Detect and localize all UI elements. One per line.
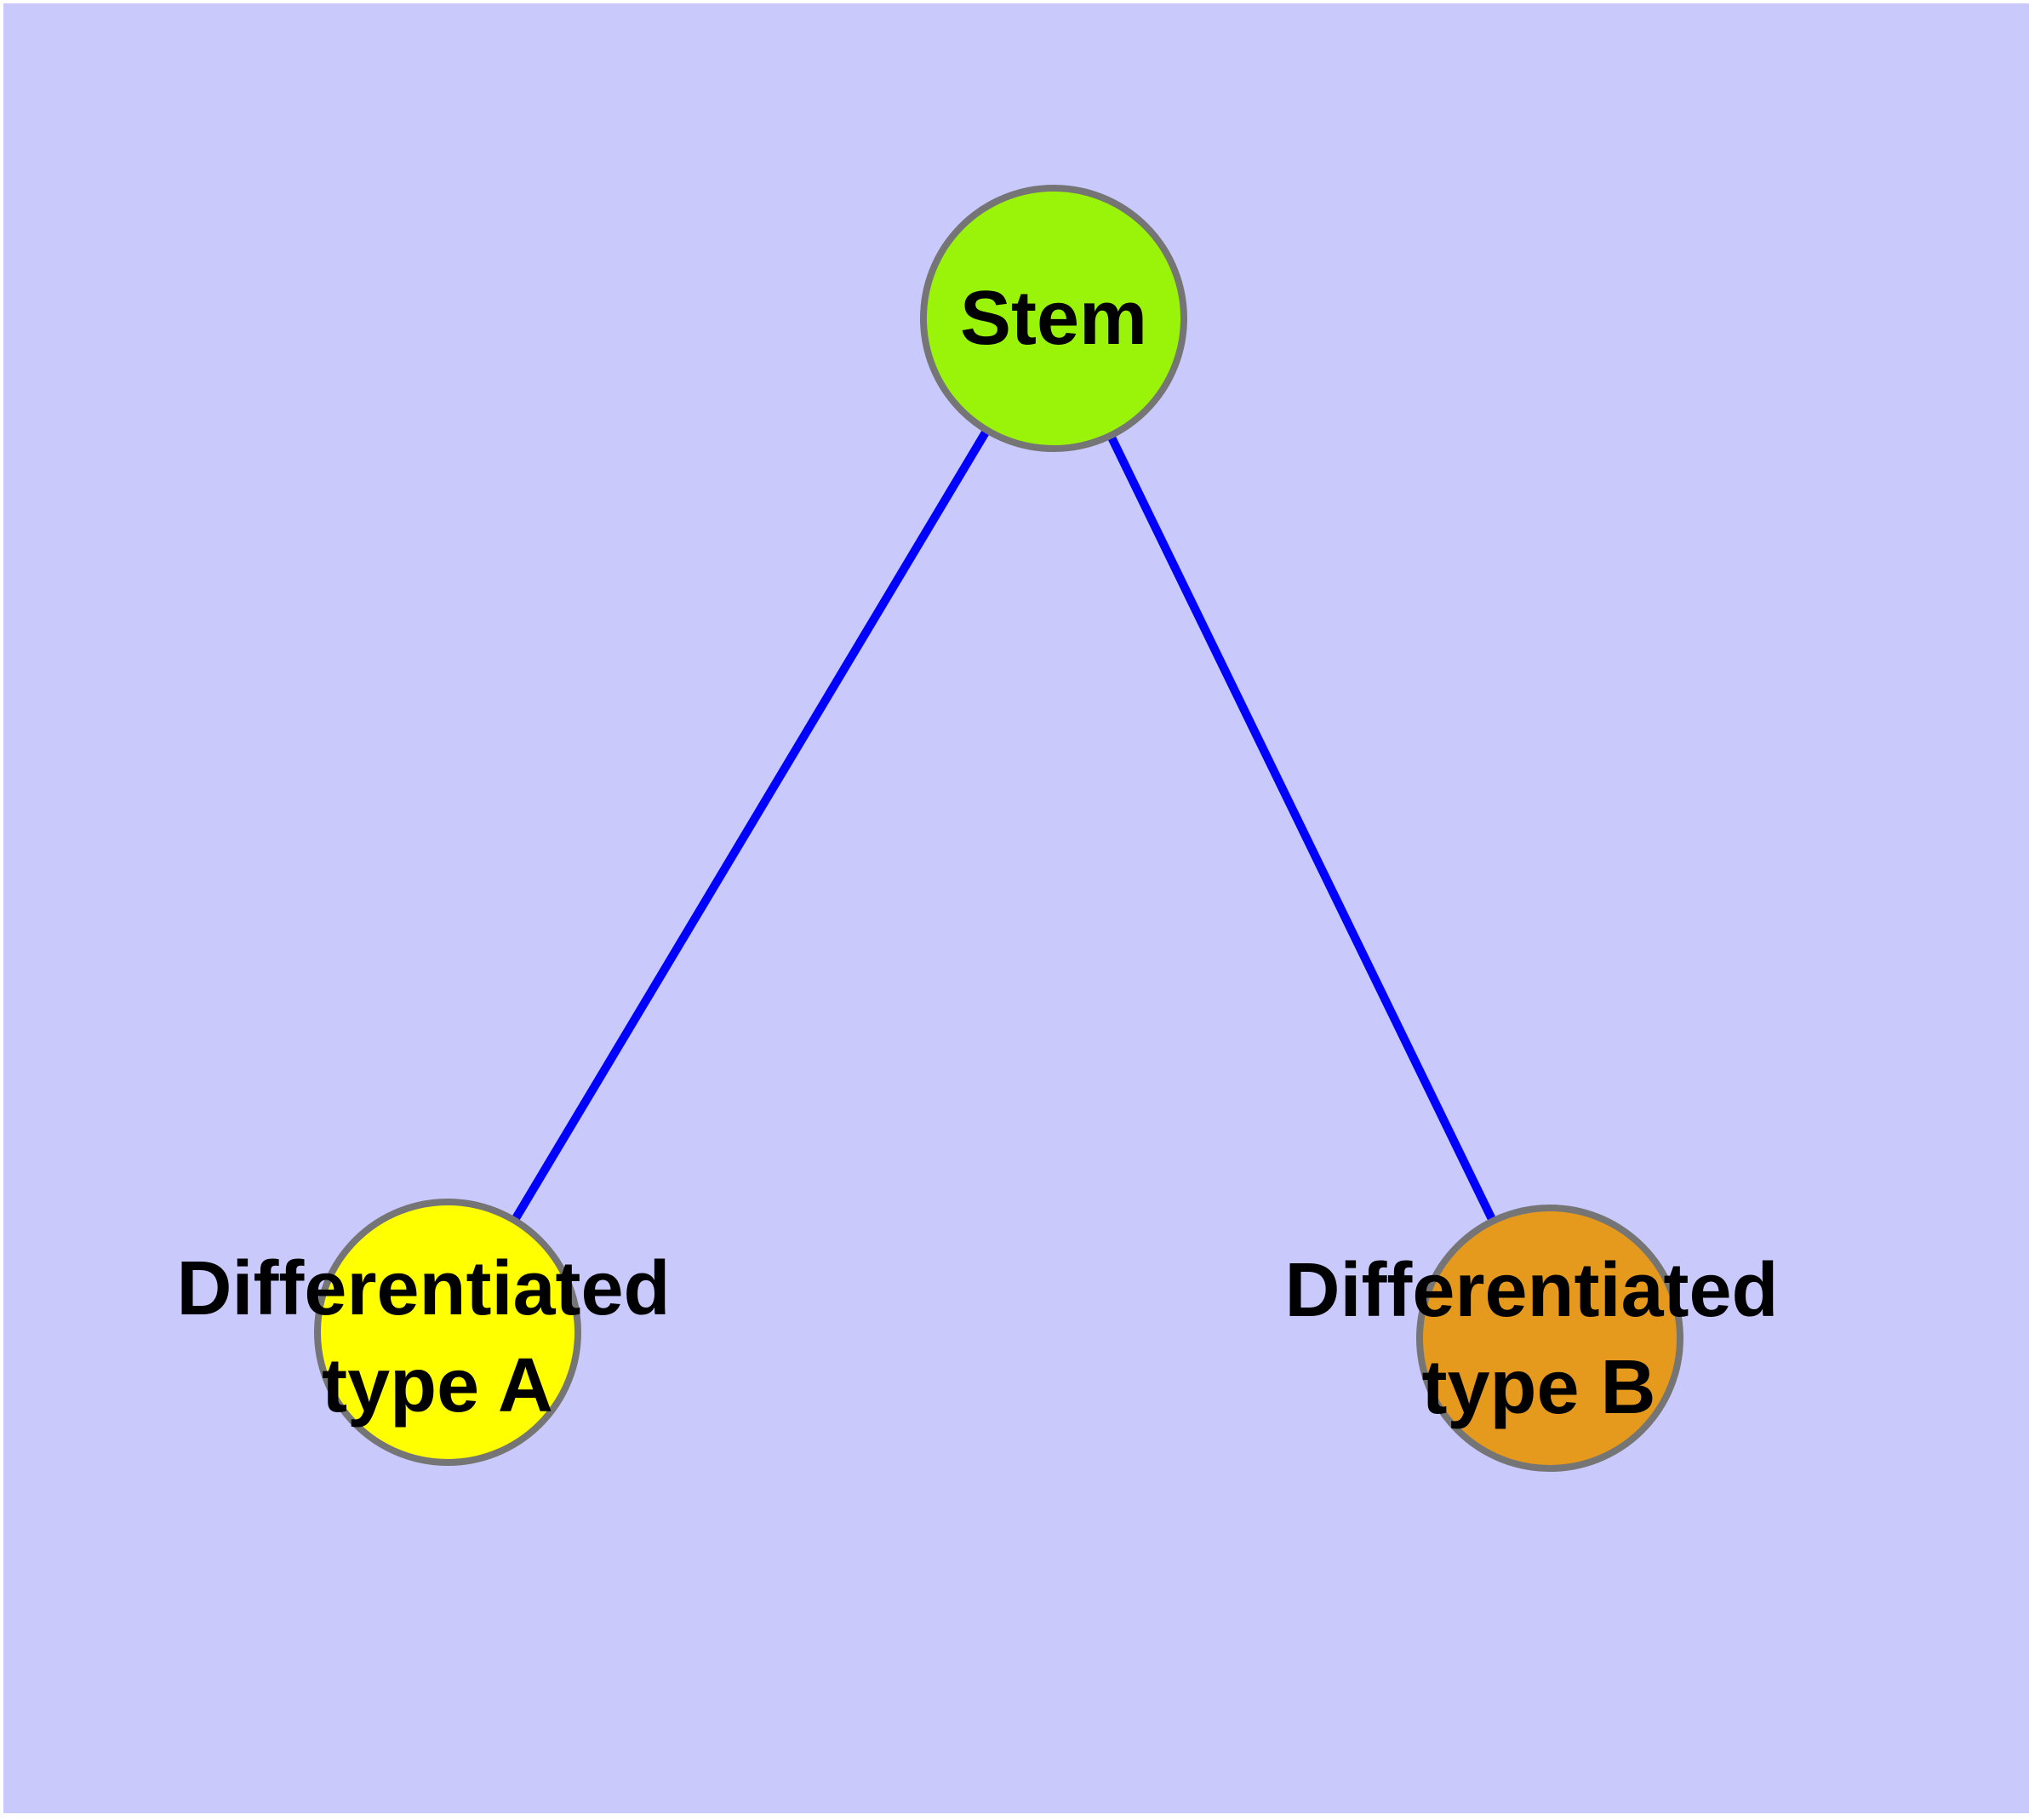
stem-node-label: Stem <box>960 276 1147 361</box>
edge-stem-to-type-a <box>443 316 1058 1335</box>
type-b-label-line1: Differentiated <box>1284 1248 1778 1333</box>
type-b-node-label: Differentiated type B <box>1284 1222 1799 1430</box>
type-a-node-circle <box>314 1199 581 1466</box>
edge-stem-to-type-b <box>1049 316 1554 1341</box>
stem-node-circle <box>920 185 1187 452</box>
type-b-label-line2: type B <box>1421 1345 1655 1430</box>
type-a-node-label: Differentiated type A <box>176 1221 691 1428</box>
type-b-node-circle <box>1416 1205 1683 1472</box>
type-a-label-line2: type A <box>322 1343 553 1428</box>
type-a-label-line1: Differentiated <box>176 1246 670 1331</box>
